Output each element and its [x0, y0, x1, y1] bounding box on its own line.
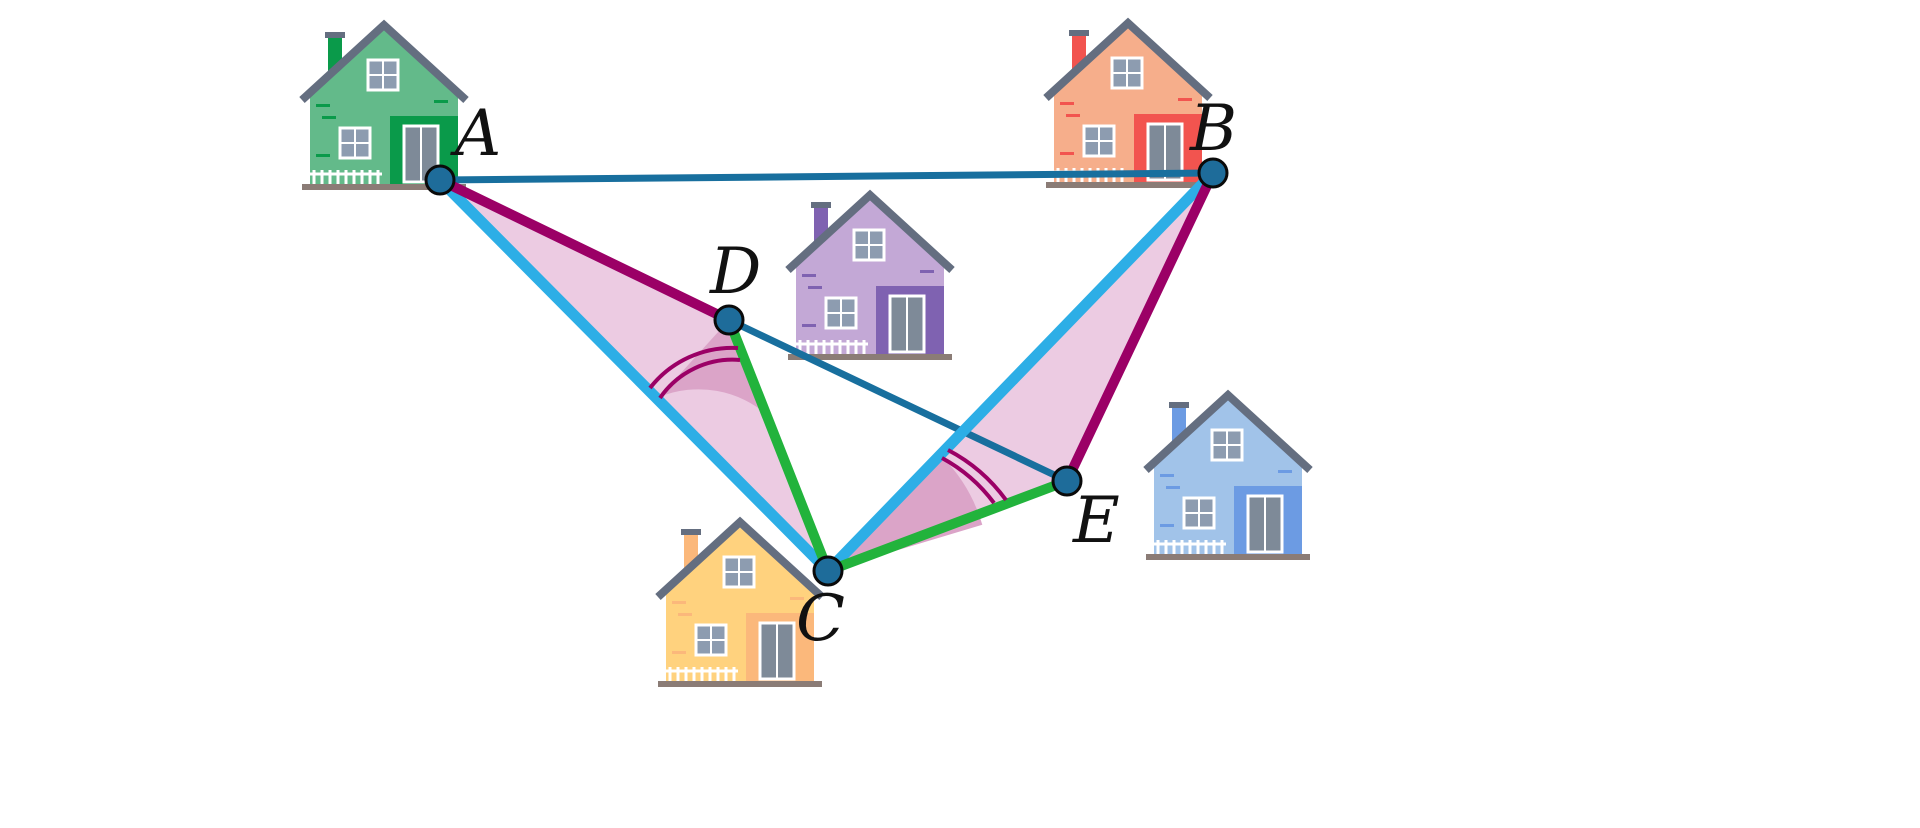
point-d — [713, 304, 745, 336]
label-d: D — [709, 235, 761, 309]
segment-ad — [435, 175, 734, 325]
angle-bec-arcs — [941, 448, 1008, 505]
point-b — [1197, 157, 1229, 189]
segment-de — [725, 316, 1071, 485]
point-e — [1051, 465, 1083, 497]
point-c — [812, 555, 844, 587]
house-orange-icon — [1046, 23, 1210, 188]
segment-ec — [823, 476, 1072, 576]
label-a: A — [450, 97, 501, 171]
label-b: B — [1189, 92, 1237, 166]
angle-bec-sector — [828, 456, 983, 571]
segment-dc — [724, 315, 833, 576]
segment-bc — [822, 167, 1219, 577]
house-purple-icon — [788, 195, 952, 360]
segment-ac — [434, 174, 834, 577]
label-e: E — [1072, 484, 1120, 558]
house-blue-icon — [1146, 395, 1310, 560]
point-a — [424, 164, 456, 196]
angle-adc-sector — [658, 320, 769, 417]
segment-be — [1062, 168, 1218, 486]
angle-adc-arcs — [648, 345, 741, 400]
label-c: C — [796, 582, 845, 656]
segment-ab — [436, 169, 1217, 184]
